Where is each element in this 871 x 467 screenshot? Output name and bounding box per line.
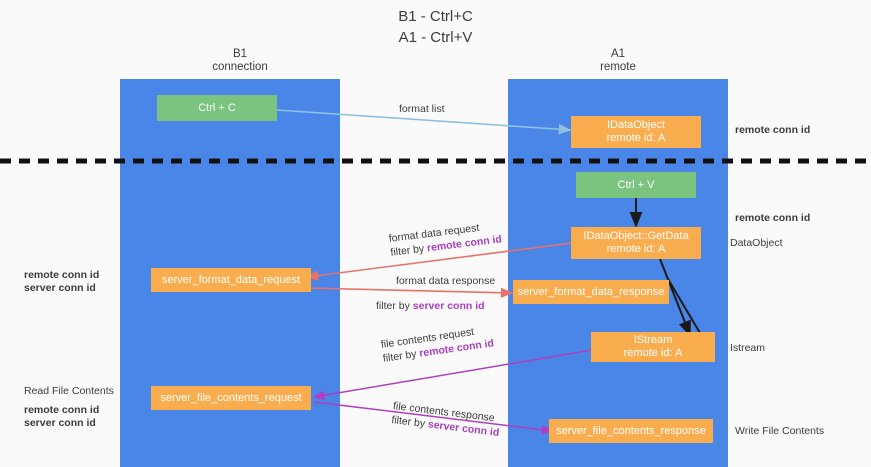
edge-label-format-data-response-filter: filter by server conn id	[376, 299, 485, 313]
edge-label-format-data-response-text: format data response	[396, 275, 496, 287]
node-ctrl-c[interactable]: Ctrl + C	[157, 95, 277, 121]
node-server-file-contents-response[interactable]: server_file_contents_response	[549, 419, 713, 443]
filter-prefix: filter by	[389, 242, 428, 259]
lane-header-b1-name: B1	[232, 48, 248, 60]
filter-prefix: filter by	[390, 413, 429, 431]
lane-header-a1-role: remote	[600, 61, 636, 73]
edge-label-format-data-response: format data response	[396, 274, 495, 288]
annotation-left-remote-conn-id: remote conn id	[24, 269, 100, 281]
filter-prefix: filter by	[376, 300, 413, 312]
lane-header-b1-role: connection	[212, 61, 268, 73]
node-istream-title: IStream	[633, 334, 673, 346]
node-ctrl-v[interactable]: Ctrl + V	[576, 172, 696, 198]
node-idataobject-title: IDataObject	[606, 119, 666, 131]
node-ctrl-c-label: Ctrl + C	[198, 101, 236, 114]
edge-label-format-data-request: format data request filter by remote con…	[388, 218, 503, 259]
annotation-left-server-conn-id-bottom: server conn id	[24, 417, 96, 429]
node-idataobject[interactable]: IDataObject remote id: A	[571, 116, 701, 148]
annotation-right-dataobject: DataObject	[730, 237, 783, 249]
node-server-file-contents-request-label: server_file_contents_request	[160, 391, 302, 404]
edge-label-file-contents-request: file contents request filter by remote c…	[380, 322, 495, 365]
lane-header-b1: B1 connection	[140, 48, 340, 74]
edge-label-file-contents-response: file contents response filter by server …	[391, 399, 502, 440]
node-server-format-data-request-label: server_format_data_request	[161, 273, 301, 286]
node-getdata-subtitle: remote id: A	[606, 243, 666, 255]
node-istream[interactable]: IStream remote id: A	[591, 332, 715, 362]
node-istream-subtitle: remote id: A	[623, 347, 683, 359]
filter-prefix: filter by	[382, 347, 421, 365]
annotation-right-write-file-contents: Write File Contents	[735, 425, 825, 437]
diagram-title: B1 - Ctrl+C A1 - Ctrl+V	[0, 6, 871, 48]
lane-header-a1-name: A1	[610, 48, 626, 60]
node-server-format-data-response-label: server_format_data_response	[517, 285, 665, 298]
node-ctrl-v-label: Ctrl + V	[617, 178, 655, 191]
title-line-2: A1 - Ctrl+V	[398, 29, 473, 46]
annotation-right-remote-conn-id-top: remote conn id	[735, 124, 811, 136]
annotation-left-server-conn-id: server conn id	[24, 282, 96, 294]
title-line-1: B1 - Ctrl+C	[398, 8, 473, 25]
annotation-left-remote-conn-id-bottom: remote conn id	[24, 404, 100, 416]
annotation-left-read-file-contents: Read File Contents	[24, 385, 114, 397]
node-server-file-contents-request[interactable]: server_file_contents_request	[151, 386, 311, 410]
node-idataobject-getdata[interactable]: IDataObject::GetData remote id: A	[571, 227, 701, 259]
node-server-format-data-response[interactable]: server_format_data_response	[513, 280, 669, 304]
node-getdata-title: IDataObject::GetData	[583, 230, 689, 242]
lane-header-a1: A1 remote	[518, 48, 718, 74]
filter-id-server-conn-id: server conn id	[412, 300, 485, 312]
annotation-right-istream: Istream	[730, 342, 766, 354]
node-idataobject-subtitle: remote id: A	[606, 132, 666, 144]
node-server-format-data-request[interactable]: server_format_data_request	[151, 268, 311, 292]
node-server-file-contents-response-label: server_file_contents_response	[556, 424, 706, 437]
annotation-right-remote-conn-id-mid: remote conn id	[735, 212, 811, 224]
edge-label-format-list: format list	[399, 103, 445, 115]
